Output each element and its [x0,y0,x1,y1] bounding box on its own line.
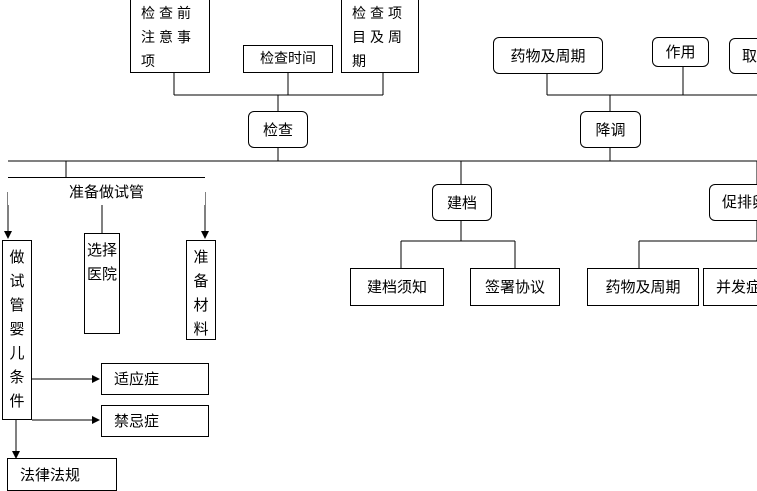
pre-exam-notes-node: 检查前注意事项 [130,0,210,73]
choose-hospital-node: 选择医院 [84,233,120,334]
sign-agreement-node: 签署协议 [470,268,560,306]
complication-node-partial: 并发症 [703,268,757,306]
downregulation-node: 降调 [580,111,641,148]
indications-node: 适应症 [101,363,209,395]
prepare-materials-node: 准备材料 [186,240,216,340]
exam-time-node: 检查时间 [243,45,333,73]
ivf-conditions-node: 做试管婴儿条件 [2,240,32,420]
file-creation-node: 建档 [432,184,492,221]
retrieve-node-partial: 取 [729,38,757,74]
exam-node: 检查 [248,111,308,148]
exam-items-cycle-node: 检查项目及周期 [341,0,419,73]
prepare-ivf-node: 准备做试管 [8,177,205,205]
file-notice-node: 建档须知 [350,268,444,306]
drug-cycle-bottom-node: 药物及周期 [587,268,699,306]
promote-node-partial: 促排卵 [709,184,757,221]
contraindications-node: 禁忌症 [101,405,209,437]
drug-cycle-top-node: 药物及周期 [493,37,603,74]
effect-node: 作用 [652,37,709,67]
laws-node: 法律法规 [7,458,117,491]
